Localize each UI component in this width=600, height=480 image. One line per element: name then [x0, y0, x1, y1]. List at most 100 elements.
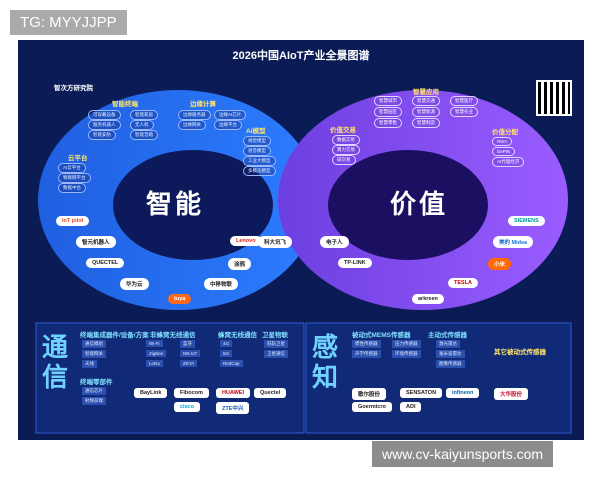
chip: 边缘服务器: [178, 110, 211, 120]
chip: 智慧交通: [412, 96, 440, 106]
logo-iotpilot: loT pilot: [56, 216, 90, 226]
group-non-cellular: 非蜂窝无线通信: [150, 332, 196, 339]
logo-huaweicloud: 华为云: [120, 278, 149, 290]
chip: 边缘平台: [214, 120, 242, 130]
chip: 边缘网关: [178, 120, 206, 130]
site-watermark: www.cv-kaiyunsports.com: [372, 441, 554, 467]
chip: 语音模型: [243, 146, 271, 156]
chip: 智慧医疗: [450, 96, 478, 106]
chip: 数据交易: [332, 135, 360, 145]
logo-baylink: BayLink: [134, 388, 168, 398]
section-cloud-platform: 云平台: [68, 155, 88, 162]
logo-siemens: SIEMENS: [508, 216, 545, 226]
item: 惯性传感器: [352, 340, 381, 348]
overlay-tag: TG: MYYJJPP: [10, 10, 127, 35]
item: 天线: [82, 360, 97, 368]
item: Wi-Fi: [146, 340, 163, 347]
item: LoRa: [146, 360, 163, 367]
chip: 智慧制造: [412, 118, 440, 128]
group-satellite-iot: 卫星物联: [262, 332, 288, 339]
chip: 智慧农业: [450, 107, 478, 117]
item: ZigBee: [146, 350, 167, 357]
chip: 智能音箱: [130, 130, 158, 140]
logo-xiaomi: 小米: [488, 258, 512, 270]
logo-tuya-cn: 涂鸦: [228, 258, 252, 270]
chip: 智慧园区: [374, 107, 402, 117]
logo-cmiot: 中移物联: [204, 278, 239, 290]
chip: DePIN: [492, 147, 516, 156]
item: 蓝牙: [180, 340, 195, 348]
chip: 无人机: [130, 120, 154, 130]
chip: 数据中台: [58, 183, 86, 193]
chip: 视觉模型: [243, 136, 271, 146]
item: 4G: [220, 340, 233, 347]
logo-quectel: QUECTEL: [86, 258, 125, 268]
infinity-loop-graphic: [18, 40, 584, 440]
logo-infineon: infineon: [446, 388, 480, 398]
section-smart-terminals: 智能终端: [112, 101, 138, 108]
chip: 多模态模型: [243, 166, 276, 176]
item: 图像传感器: [436, 360, 465, 368]
item: 毫米波雷达: [436, 350, 465, 358]
logo-quectel-small: Quectel: [254, 388, 287, 398]
aiot-poster: 2026中国AIoT产业全景图谱 智次方研究院 智能 智能终端 可穿戴设备 智能…: [18, 40, 584, 440]
logo-dianziren: 电子人: [320, 236, 349, 248]
chip: AI云平台: [58, 163, 86, 173]
chip: 碳交易: [332, 155, 356, 165]
item: 通信模组: [82, 340, 106, 348]
item: 通信芯片: [82, 387, 106, 395]
logo-fibocom: Fibocom: [174, 388, 209, 398]
section-value-distribution: 价值分配: [492, 129, 518, 136]
section-value-trade: 价值交易: [330, 127, 356, 134]
value-title: 价值: [390, 189, 449, 219]
chip: 服务机器人: [88, 120, 121, 130]
section-ai-model: AI模型: [246, 128, 266, 135]
logo-dahua: 大华股份: [494, 388, 529, 400]
item: 卫星通信: [264, 350, 288, 358]
logo-tuya: tuya: [168, 294, 192, 304]
group-terminal-parts: 终端零部件: [80, 379, 113, 386]
item: 环境传感器: [392, 350, 421, 358]
item: 压力传感器: [392, 340, 421, 348]
chip: 边缘AI芯片: [214, 110, 247, 120]
chip: 可穿戴设备: [88, 110, 121, 120]
item: RedCap: [220, 360, 243, 367]
chip: 物联网平台: [58, 173, 91, 183]
logo-lenovo: Lenovo: [230, 236, 262, 246]
group-cellular: 蜂窝无线通信: [218, 332, 257, 339]
chip: 智慧零售: [374, 118, 402, 128]
logo-goertek: 歌尔股份: [352, 388, 387, 400]
brand-logo: 智次方研究院: [54, 85, 93, 92]
logo-midea: 美的 Midea: [493, 236, 534, 248]
logo-tesla: TESLA: [448, 278, 479, 288]
logo-huawei: HUAWEI: [216, 388, 250, 398]
item: 声学传感器: [352, 350, 381, 358]
chip: AI代理经济: [492, 157, 525, 167]
logo-agibot: 智元机器人: [76, 236, 116, 248]
sensing-title: 感知: [312, 332, 339, 392]
chip: 工业大模型: [243, 156, 276, 166]
chip: 算力交易: [332, 145, 360, 155]
logo-adi: ADI: [400, 402, 422, 412]
logo-goermicro: Goermicro: [352, 402, 392, 412]
item: 5G: [220, 350, 233, 357]
item: ZETA: [180, 360, 198, 367]
intelligence-title: 智能: [146, 189, 205, 219]
logo-tplink: TP-LINK: [338, 258, 372, 268]
item: 低轨卫星: [264, 340, 288, 348]
logo-arkreen: arkreen: [412, 294, 444, 304]
group-passive-mems: 被动式MEMS传感器: [352, 332, 411, 339]
chip: RWA: [492, 137, 513, 146]
logo-cisco: cisco: [174, 402, 201, 412]
item: 智能网关: [82, 350, 106, 358]
item: 激光雷达: [436, 340, 460, 348]
item: 射频前端: [82, 397, 106, 405]
chip: 智能安防: [88, 130, 116, 140]
section-edge-computing: 边缘计算: [190, 101, 216, 108]
chip: 智慧能源: [412, 107, 440, 117]
item: NB-IoT: [180, 350, 201, 357]
logo-zte: ZTE中兴: [216, 402, 250, 414]
qr-code: [536, 80, 572, 116]
logo-iflytek: 科大讯飞: [258, 236, 293, 248]
group-terminal-devices: 终端集成器件/设备/方案: [80, 332, 149, 339]
